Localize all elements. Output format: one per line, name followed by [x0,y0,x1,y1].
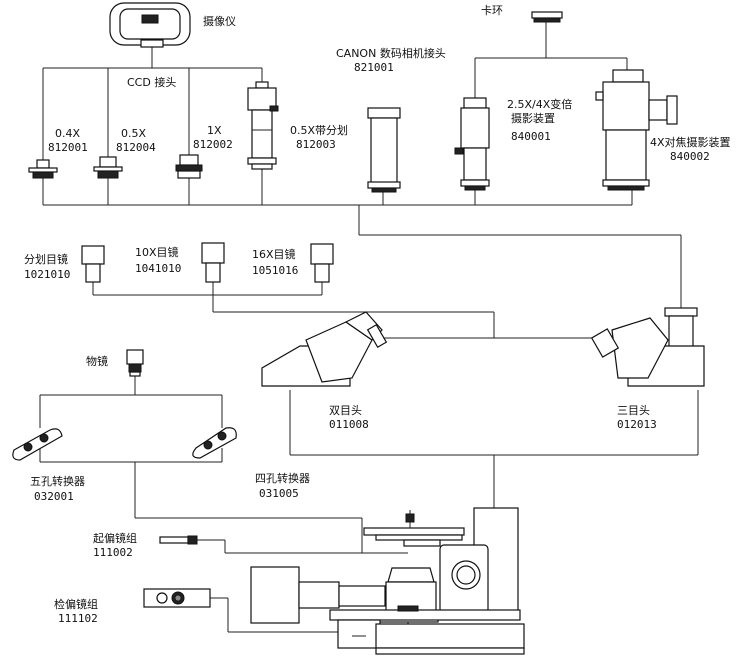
label-c05r: 0.5X带分划 [290,124,349,137]
analyzer-icon [143,588,211,608]
label-canon: CANON 数码相机接头 [336,47,446,60]
label-camera: 摄像仪 [203,15,236,28]
connector-lines [39,22,699,633]
code-canon: 821001 [354,61,394,74]
adapter-04x-icon [28,159,58,179]
label-objective: 物镜 [86,355,108,368]
label-zoom: 2.5X/4X变倍 [507,98,573,111]
zoom-unit-icon [454,97,490,191]
code-trino: 012013 [617,418,657,431]
eyepiece-reticle-icon [81,245,105,283]
adapter-1x-icon [175,154,203,179]
code-polarizer: 111002 [93,546,133,559]
camera-icon [109,2,191,48]
label-c04: 0.4X [55,127,81,140]
adapter-05x-icon [93,156,123,179]
eyepiece-10x-icon [201,242,225,283]
code-analyzer: 111102 [58,612,98,625]
code-turret4: 031005 [259,487,299,500]
label-reticle: 分划目镜 [24,253,68,266]
canon-adapter-icon [367,107,401,193]
focus-4x-unit-icon [595,69,678,191]
clamp-ring-icon [531,11,563,23]
label-e10x: 10X目镜 [135,246,179,259]
label-c05: 0.5X [121,127,147,140]
label-c1: 1X [207,124,222,137]
polarizer-icon [159,535,198,545]
code-turret5: 032001 [34,490,74,503]
label-bino: 双目头 [329,404,362,417]
code-c05: 812004 [116,141,156,154]
code-reticle: 1021010 [24,268,71,281]
trinocular-head-icon [590,307,705,387]
label-turret4: 四孔转换器 [255,472,310,485]
objective-icon [126,349,144,377]
label-analyzer: 检偏镜组 [54,598,98,611]
code-bino: 011008 [329,418,369,431]
adapter-05x-reticle-icon [247,81,279,170]
label-kahuan: 卡环 [481,4,503,17]
code-focus4x: 840002 [670,150,710,163]
label-ccd: CCD 接头 [127,76,177,89]
code-zoom: 840001 [511,130,551,143]
turret-left-icon [12,428,63,461]
binocular-head-icon [261,311,388,387]
code-c04: 812001 [48,141,88,154]
microscope-stand-icon [250,507,525,655]
code-e10x: 1041010 [135,262,182,275]
code-c05r: 812003 [296,138,336,151]
label-polarizer: 起偏镜组 [93,532,137,545]
code-c1: 812002 [193,138,233,151]
label-focus4x: 4X对焦摄影装置 [650,136,731,149]
eyepiece-16x-icon [310,243,334,283]
label-zoom-2: 摄影装置 [511,112,555,125]
label-e16x: 16X目镜 [252,248,296,261]
label-trino: 三目头 [617,404,650,417]
turret-right-icon [192,427,237,459]
code-e16x: 1051016 [252,264,299,277]
label-turret5: 五孔转换器 [30,475,85,488]
